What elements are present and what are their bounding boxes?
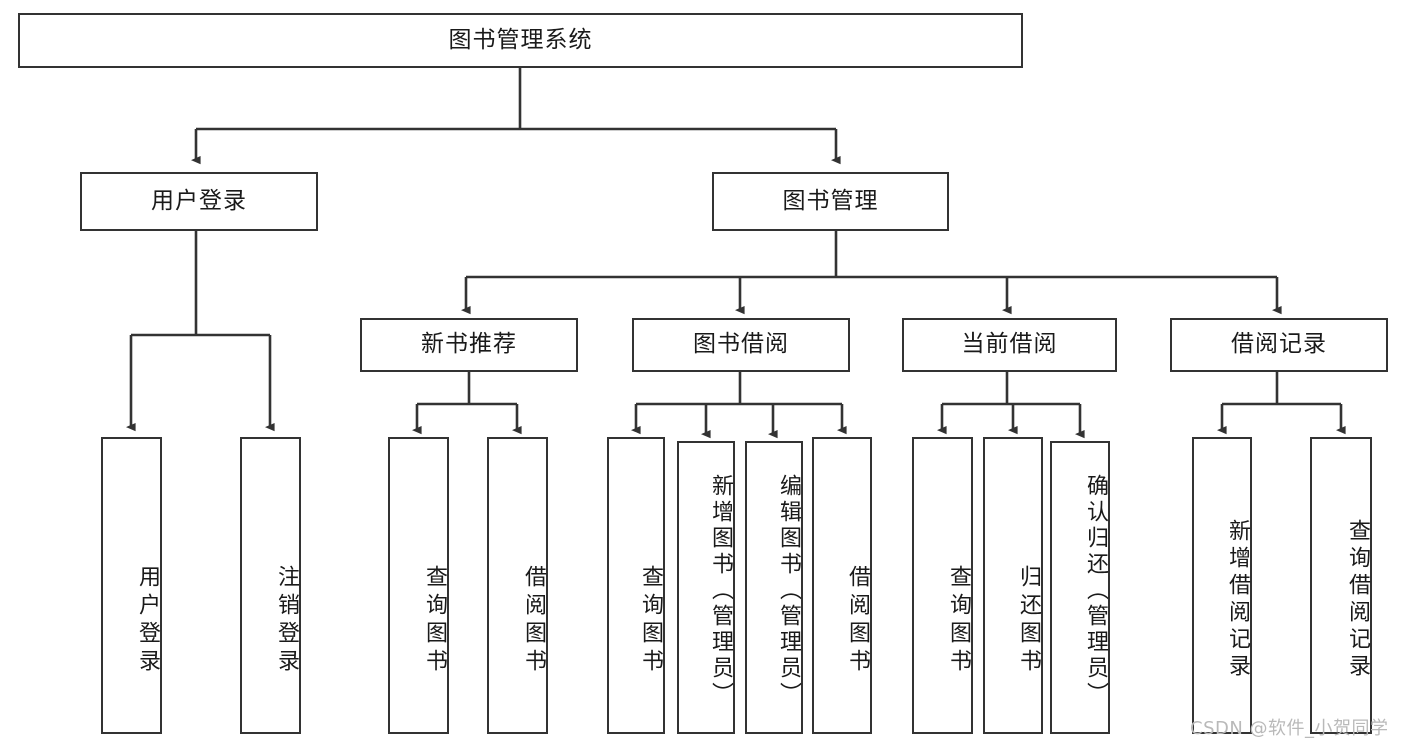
watermark-csdn: CSDN @软件_小贺同学 — [1190, 718, 1389, 739]
leaf-borrow-record-query-record[interactable]: 查询借阅记录 — [1310, 437, 1372, 734]
leaf-current-borrow-query-book[interactable]: 查询图书 — [912, 437, 973, 734]
leaf-new-book-query-book[interactable]: 查询图书 — [388, 437, 449, 734]
leaf-user-login-logout[interactable]: 注销登录 — [240, 437, 301, 734]
leaf-book-borrow-borrow-book[interactable]: 借阅图书 — [812, 437, 872, 734]
leaf-current-borrow-return-book[interactable]: 归还图书 — [983, 437, 1043, 734]
node-current-borrow[interactable]: 当前借阅 — [902, 318, 1117, 372]
leaf-new-book-borrow-book[interactable]: 借阅图书 — [487, 437, 548, 734]
leaf-borrow-record-add-record[interactable]: 新增借阅记录 — [1192, 437, 1252, 734]
node-user-login[interactable]: 用户登录 — [80, 172, 318, 231]
node-borrow-record[interactable]: 借阅记录 — [1170, 318, 1388, 372]
leaf-current-borrow-confirm-return-admin[interactable]: 确认归还（管理员） — [1050, 441, 1110, 734]
leaf-book-borrow-add-book-admin[interactable]: 新增图书（管理员） — [677, 441, 735, 734]
node-book-borrow[interactable]: 图书借阅 — [632, 318, 850, 372]
leaf-book-borrow-query-book[interactable]: 查询图书 — [607, 437, 665, 734]
leaf-book-borrow-edit-book-admin[interactable]: 编辑图书（管理员） — [745, 441, 803, 734]
leaf-user-login-login[interactable]: 用户登录 — [101, 437, 162, 734]
node-new-book-recommend[interactable]: 新书推荐 — [360, 318, 578, 372]
node-root-book-management-system[interactable]: 图书管理系统 — [18, 13, 1023, 68]
node-book-management[interactable]: 图书管理 — [712, 172, 949, 231]
